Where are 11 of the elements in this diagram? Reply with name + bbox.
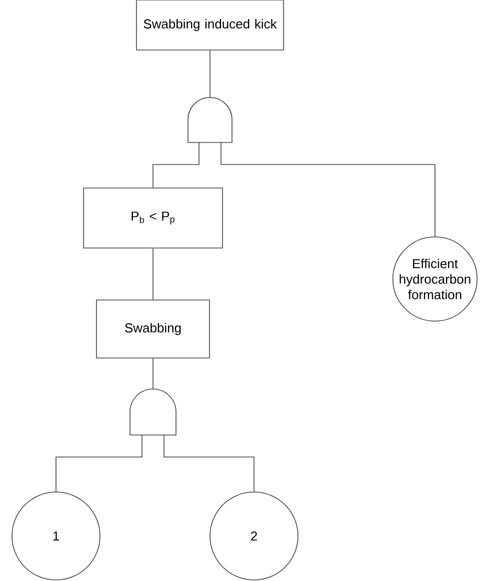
connector-line (164, 434, 254, 492)
connector-line (152, 142, 200, 188)
and-gate (188, 97, 232, 143)
event-box: Swabbing (96, 300, 210, 358)
event-box: Swabbing induced kick (136, 0, 284, 50)
connector-line (152, 248, 154, 300)
connector-line (152, 358, 154, 389)
event-box: P$_{b}$ < P$_{p}$ (83, 188, 223, 248)
connector-line (220, 142, 436, 237)
connector-line (56, 434, 142, 492)
and-gate (130, 388, 176, 436)
